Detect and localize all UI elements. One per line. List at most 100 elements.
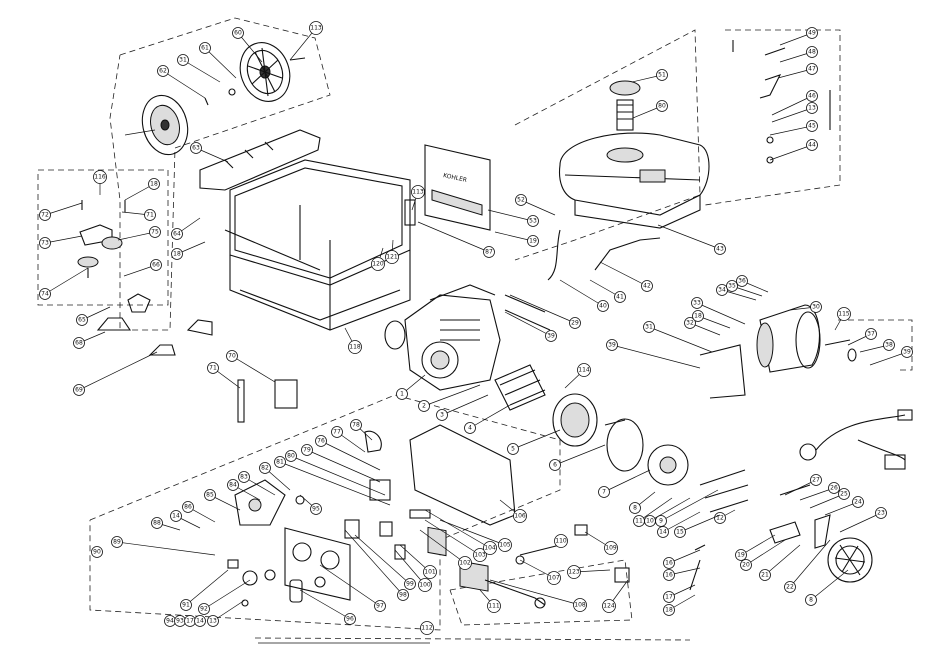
callout-bubble <box>93 170 107 184</box>
callout-bubble <box>473 548 487 562</box>
fuel-cap <box>609 80 641 131</box>
callout-bubble <box>633 515 645 527</box>
cap-hardware-outline <box>704 29 841 206</box>
callout-number: 123 <box>568 569 580 576</box>
callout-bubble <box>396 388 408 400</box>
callout-c106: 106 <box>499 499 527 523</box>
callout-bubble <box>837 307 851 321</box>
callout-number: 105 <box>499 542 511 549</box>
callout-bubble <box>740 559 752 571</box>
callout-c14a: 14 <box>657 511 701 538</box>
callout-c19: 19 <box>494 231 539 247</box>
callout-c87: 87 <box>417 221 495 258</box>
callout-number: 39 <box>547 333 555 340</box>
callout-c100: 100 <box>394 549 432 592</box>
callout-number: 73 <box>41 240 49 247</box>
callout-bubble <box>198 603 210 615</box>
callout-number: 96 <box>346 616 354 623</box>
callout-number: 39 <box>903 349 911 356</box>
callout-c68: 68 <box>73 331 106 349</box>
callout-bubble <box>714 512 726 524</box>
callout-bubble <box>207 615 219 627</box>
callout-c113b: 113 <box>411 185 425 211</box>
callout-c69: 69 <box>73 351 158 396</box>
callout-number: 8 <box>633 505 637 512</box>
callout-number: 6 <box>553 462 557 469</box>
callout-bubble <box>238 471 250 483</box>
callout-c74: 74 <box>39 267 89 300</box>
callout-c31a: 31 <box>177 54 221 83</box>
callout-c18d: 18 <box>663 594 696 616</box>
callout-bubble <box>527 235 539 247</box>
callout-number: 81 <box>276 459 284 466</box>
callout-bubble <box>784 581 796 593</box>
callout-number: 86 <box>184 504 192 511</box>
callout-bubble <box>806 63 818 75</box>
callout-c49: 49 <box>779 27 818 46</box>
callout-bubble <box>411 185 425 199</box>
handle-kit-outline <box>37 169 169 306</box>
stator-housing <box>604 418 644 472</box>
callout-c66: 66 <box>123 259 162 277</box>
callout-bubble <box>567 565 581 579</box>
callout-c103: 103 <box>424 519 487 562</box>
callout-c115: 115 <box>834 307 851 331</box>
callout-bubble <box>527 215 539 227</box>
callout-c23: 23 <box>839 507 887 533</box>
callout-number: 23 <box>877 510 885 517</box>
callout-bubble <box>39 237 51 249</box>
callout-c17b: 17 <box>663 584 696 603</box>
callout-bubble <box>629 502 641 514</box>
callout-c9: 9 <box>655 489 719 527</box>
callout-number: 99 <box>406 581 414 588</box>
callout-c94: 94 <box>164 615 176 627</box>
callout-number: 36 <box>738 278 746 285</box>
callout-number: 93 <box>176 618 184 625</box>
callout-c15: 15 <box>674 514 721 538</box>
leader-line <box>648 326 713 353</box>
callout-bubble <box>73 384 85 396</box>
leader-line <box>764 544 801 576</box>
callout-c44: 44 <box>769 139 818 161</box>
callout-c18c: 18 <box>692 310 731 329</box>
callout-c27: 27 <box>784 474 822 496</box>
callout-bubble <box>805 594 817 606</box>
callout-bubble <box>513 509 527 523</box>
leader-line <box>243 476 276 496</box>
callout-c108: 108 <box>489 579 587 612</box>
callout-bubble <box>691 297 703 309</box>
callout-number: 33 <box>693 300 701 307</box>
callout-bubble <box>692 310 704 322</box>
leader-line <box>638 497 673 522</box>
tank-hardware <box>732 40 831 164</box>
callout-c85: 85 <box>204 489 241 511</box>
callout-c36: 36 <box>736 275 769 293</box>
callout-c102: 102 <box>419 529 472 570</box>
callout-bubble <box>423 565 437 579</box>
leader-line <box>423 384 481 407</box>
rotor <box>494 364 546 411</box>
callout-bubble <box>344 613 356 625</box>
callout-c20: 20 <box>740 539 786 571</box>
leader-line <box>494 231 534 242</box>
callout-bubble <box>397 589 409 601</box>
callout-c8a: 8 <box>629 491 656 514</box>
callout-number: 100 <box>419 582 431 589</box>
callout-c39b: 39 <box>606 339 701 369</box>
callout-c77: 77 <box>331 426 366 453</box>
callout-number: 14 <box>172 513 180 520</box>
leader-line <box>769 125 813 136</box>
callout-bubble <box>464 422 476 434</box>
callout-bubble <box>171 228 183 240</box>
end-bell <box>647 444 689 486</box>
callout-c60: 60 <box>232 27 263 63</box>
leader-line <box>237 32 263 63</box>
muffler <box>756 304 857 373</box>
callout-bubble <box>190 142 202 154</box>
callout-c81: 81 <box>274 456 391 506</box>
leader-line <box>419 529 466 564</box>
callout-bubble <box>643 321 655 333</box>
callout-number: 31 <box>645 324 653 331</box>
callout-bubble <box>487 599 501 613</box>
callout-bubble <box>39 209 51 221</box>
